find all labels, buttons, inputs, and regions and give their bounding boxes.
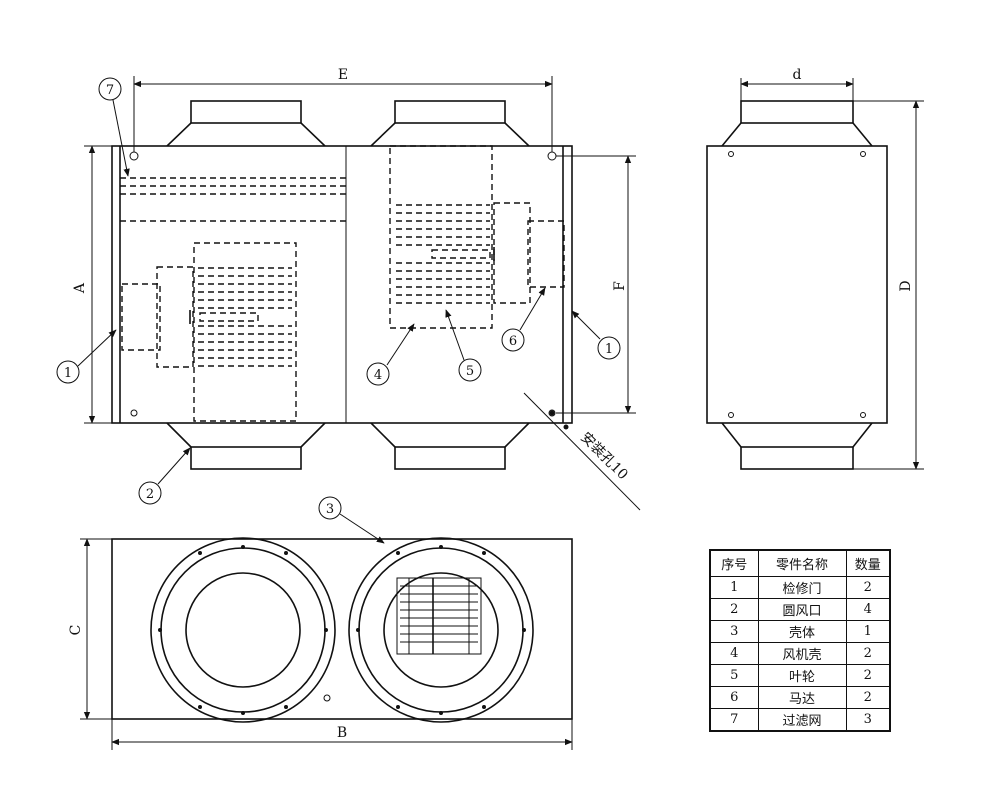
bottom-duct-right	[370, 422, 530, 470]
callout-7: 7	[98, 77, 130, 177]
svg-text:5: 5	[466, 364, 474, 379]
dim-label-B: B	[337, 725, 347, 741]
dim-label-F: F	[612, 281, 628, 291]
dim-label-E: E	[338, 67, 348, 83]
top-duct-left	[166, 100, 326, 147]
dim-label-A: A	[72, 282, 88, 294]
mount-hole-leader: 安装孔10	[523, 392, 641, 511]
top-duct-right	[370, 100, 530, 147]
side-view: d D	[706, 67, 924, 470]
dimension-E: E	[133, 67, 553, 152]
svg-text:6: 6	[509, 334, 517, 349]
svg-text:4: 4	[374, 368, 382, 383]
right-fan-assembly	[389, 145, 565, 329]
callout-2: 2	[138, 447, 191, 505]
dimension-F: F	[556, 155, 636, 414]
dim-label-D: D	[898, 280, 914, 291]
left-fan-assembly	[121, 242, 297, 422]
dim-label-d: d	[793, 67, 802, 83]
dimension-A: A	[72, 145, 112, 424]
callout-3: 3	[318, 496, 385, 544]
front-view: E A F 安装孔10 1	[56, 67, 641, 511]
svg-text:1: 1	[64, 366, 72, 381]
callout-5: 5	[445, 309, 482, 382]
header-name: 零件名称	[757, 549, 847, 577]
svg-text:7: 7	[106, 83, 114, 98]
bottom-duct-left	[166, 422, 326, 470]
dim-label-C: C	[68, 625, 84, 636]
callout-1-right: 1	[571, 310, 621, 360]
svg-text:2: 2	[146, 487, 154, 502]
svg-text:1: 1	[605, 342, 613, 357]
top-view: C B 3	[68, 496, 573, 750]
callout-1-left: 1	[56, 329, 117, 384]
filter-lines	[120, 177, 346, 222]
header-no: 序号	[709, 549, 759, 577]
svg-text:3: 3	[326, 502, 334, 517]
mount-hole-label: 安装孔10	[577, 430, 631, 484]
header-qty: 数量	[845, 549, 891, 577]
table-header-row: 序号 零件名称 数量	[709, 549, 891, 577]
callout-6: 6	[501, 287, 546, 352]
impeller-top-view	[396, 577, 482, 655]
callout-4: 4	[366, 323, 415, 386]
